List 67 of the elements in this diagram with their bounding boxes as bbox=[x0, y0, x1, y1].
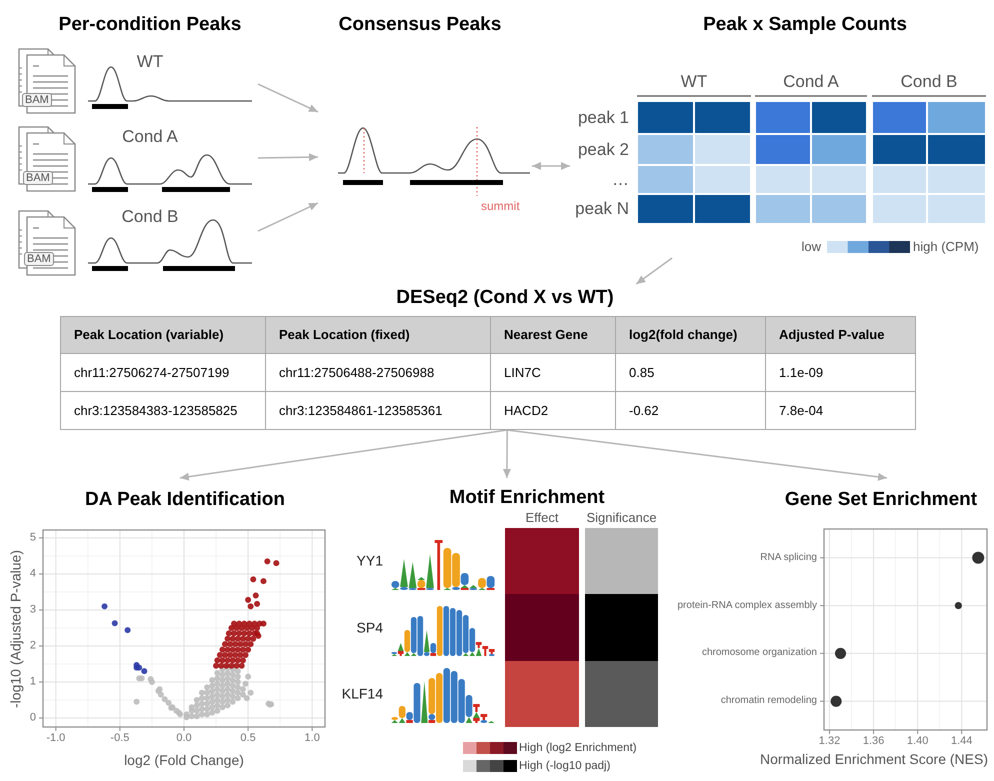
table-cell: chr11:27506488-27506988 bbox=[266, 354, 490, 392]
category-label: chromosome organization bbox=[702, 647, 817, 660]
condition-label: Cond A bbox=[122, 127, 178, 147]
column-header: Significance bbox=[586, 510, 657, 526]
column-header: Adjusted P-value bbox=[766, 316, 916, 354]
tick-label: 1.40 bbox=[906, 735, 928, 748]
table-cell: 1.1e-09 bbox=[766, 354, 916, 392]
column-header: Peak Location (variable) bbox=[60, 316, 266, 354]
tick-label: 0 bbox=[30, 711, 36, 724]
tick-label: -0.5 bbox=[110, 732, 130, 745]
tick-label: 1 bbox=[30, 675, 36, 688]
column-header: Cond B bbox=[900, 72, 958, 92]
row-label: peak 2 bbox=[578, 140, 629, 160]
tick-label: 1.44 bbox=[950, 735, 972, 748]
column-header: log2(fold change) bbox=[616, 316, 766, 354]
column-header: Effect bbox=[526, 510, 558, 526]
tick-label: 0.5 bbox=[240, 732, 256, 745]
table-title: DESeq2 (Cond X vs WT) bbox=[396, 286, 614, 310]
scale-label: High (log2 Enrichment) bbox=[519, 741, 637, 755]
panel-title: Peak x Sample Counts bbox=[703, 13, 907, 37]
table-cell: HACD2 bbox=[490, 392, 616, 430]
column-header: Nearest Gene bbox=[490, 316, 616, 354]
scale-label: high (CPM) bbox=[913, 239, 979, 255]
tick-label: -1.0 bbox=[46, 732, 66, 745]
row-label: SP4 bbox=[356, 619, 383, 636]
table-cell: chr11:27506274-27507199 bbox=[60, 354, 266, 392]
tick-label: 2 bbox=[30, 639, 36, 652]
table-cell: 7.8e-04 bbox=[766, 392, 916, 430]
table-cell: 0.85 bbox=[616, 354, 766, 392]
tick-label: 1.0 bbox=[304, 732, 320, 745]
row-label: KLF14 bbox=[342, 686, 383, 702]
category-label: chromatin remodeling bbox=[720, 695, 817, 708]
tick-label: 0.0 bbox=[176, 732, 192, 745]
panel-title: DA Peak Identification bbox=[85, 488, 285, 512]
panel-title: Consensus Peaks bbox=[338, 13, 502, 37]
axis-title: log2 (Fold Change) bbox=[124, 752, 244, 769]
column-header: Peak Location (fixed) bbox=[266, 316, 490, 354]
category-label: RNA splicing bbox=[760, 552, 817, 564]
scale-label: low bbox=[801, 239, 821, 255]
panel-title: Per-condition Peaks bbox=[58, 13, 242, 37]
table-cell: chr3:123584861-123585361 bbox=[266, 392, 490, 430]
table-cell: LIN7C bbox=[490, 354, 616, 392]
axis-title: -log10 (Adjusted P-value) bbox=[8, 550, 24, 708]
table-cell: -0.62 bbox=[616, 392, 766, 430]
column-header: Cond A bbox=[783, 72, 839, 92]
column-header: WT bbox=[680, 72, 708, 92]
row-label: YY1 bbox=[356, 552, 383, 570]
scale-label: High (-log10 padj) bbox=[519, 759, 610, 773]
condition-label: Cond B bbox=[122, 207, 178, 227]
table-cell: chr3:123584383-123585825 bbox=[60, 392, 266, 430]
row-label: peak 1 bbox=[578, 108, 629, 128]
category-label: protein-RNA complex assembly bbox=[678, 600, 817, 612]
condition-label: WT bbox=[136, 52, 164, 72]
tick-label: 4 bbox=[30, 567, 36, 580]
row-label: … bbox=[612, 170, 629, 190]
file-type-tag: BAM bbox=[24, 252, 54, 266]
summit-label: summit bbox=[481, 199, 520, 213]
panel-title: Gene Set Enrichment bbox=[784, 488, 978, 512]
file-type-tag: BAM bbox=[23, 171, 53, 185]
tick-label: 1.36 bbox=[862, 735, 884, 748]
panel-title: Motif Enrichment bbox=[449, 486, 605, 510]
tick-label: 1.32 bbox=[818, 735, 840, 748]
tick-label: 5 bbox=[30, 531, 36, 544]
tick-label: 3 bbox=[30, 603, 36, 616]
axis-title: Normalized Enrichment Score (NES) bbox=[760, 751, 988, 768]
file-type-tag: BAM bbox=[22, 93, 52, 107]
row-label: peak N bbox=[575, 199, 629, 219]
